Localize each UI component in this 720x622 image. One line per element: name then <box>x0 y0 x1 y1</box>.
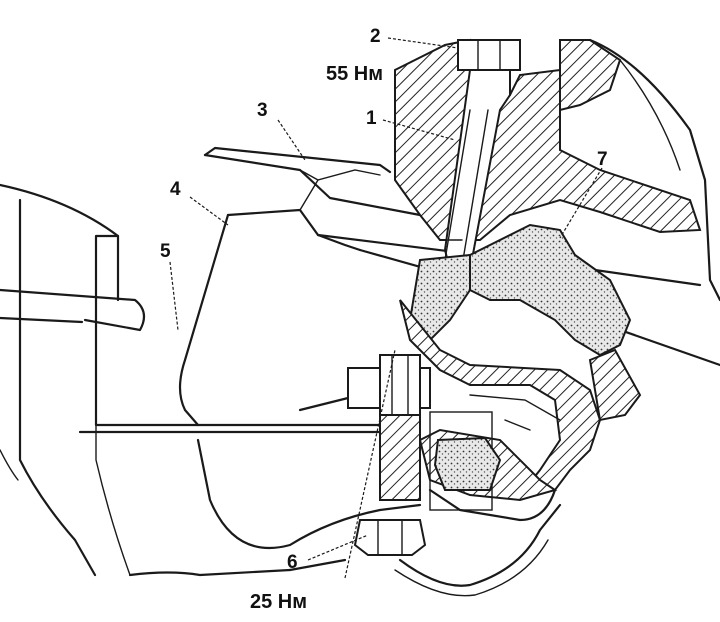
bottom-bolt-torque: 25 Нм <box>250 591 307 613</box>
body-frame-member <box>0 183 422 577</box>
callout-1: 1 <box>366 108 377 129</box>
main-mount-bolt <box>435 39 521 291</box>
callout-5: 5 <box>160 241 171 262</box>
lower-frame-contour <box>288 503 562 597</box>
callout-6: 6 <box>287 552 298 573</box>
leader-lines <box>169 37 603 579</box>
damper-insert <box>429 394 561 511</box>
callout-4: 4 <box>170 179 181 200</box>
callout-7: 7 <box>597 149 608 170</box>
upper-housing <box>394 38 702 241</box>
callout-2: 2 <box>370 26 381 47</box>
mounting-strap <box>203 146 422 217</box>
callout-3: 3 <box>257 100 268 121</box>
bracket-bolt <box>347 354 431 556</box>
mount-bracket <box>178 169 422 550</box>
engine-block-outline <box>588 38 720 302</box>
rubber-element <box>408 223 632 357</box>
top-bolt-torque: 55 Нм <box>326 63 383 85</box>
